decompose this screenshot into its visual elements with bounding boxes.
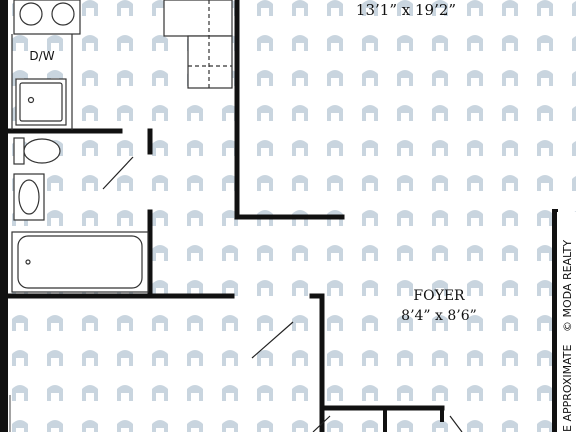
walls [0, 0, 558, 432]
stove-burner-right [51, 2, 75, 26]
closet-door-swing-right [449, 415, 463, 432]
sink-drain [27, 96, 35, 104]
kitchen-fixtures [11, 0, 81, 130]
tub-drain [25, 259, 31, 265]
vanity-sink [18, 179, 40, 215]
closet-door-swing-left [312, 415, 331, 432]
living-room-dims: 13’1” x 19’2” [356, 1, 456, 19]
door-swings [9, 156, 463, 432]
stove-burner-left [19, 2, 43, 26]
foyer-door-swing [251, 321, 294, 359]
bathtub-basin [17, 235, 143, 289]
bath-fixtures [11, 137, 149, 293]
toilet-bowl [23, 138, 61, 164]
stove [13, 0, 81, 35]
dishwasher-label: D/W [29, 49, 54, 63]
credit-strip [557, 212, 576, 432]
toilet-tank [13, 137, 25, 165]
credit-moda: © MODA REALTY [561, 240, 574, 332]
bath-door-swing [102, 156, 134, 190]
foyer-name: FOYER [413, 288, 465, 304]
kitchen-sink [19, 82, 63, 122]
foyer-dims: 8’4” x 8’6” [401, 308, 477, 324]
credit-approx: E APPROXIMATE [561, 345, 574, 432]
refrigerator [163, 0, 233, 89]
